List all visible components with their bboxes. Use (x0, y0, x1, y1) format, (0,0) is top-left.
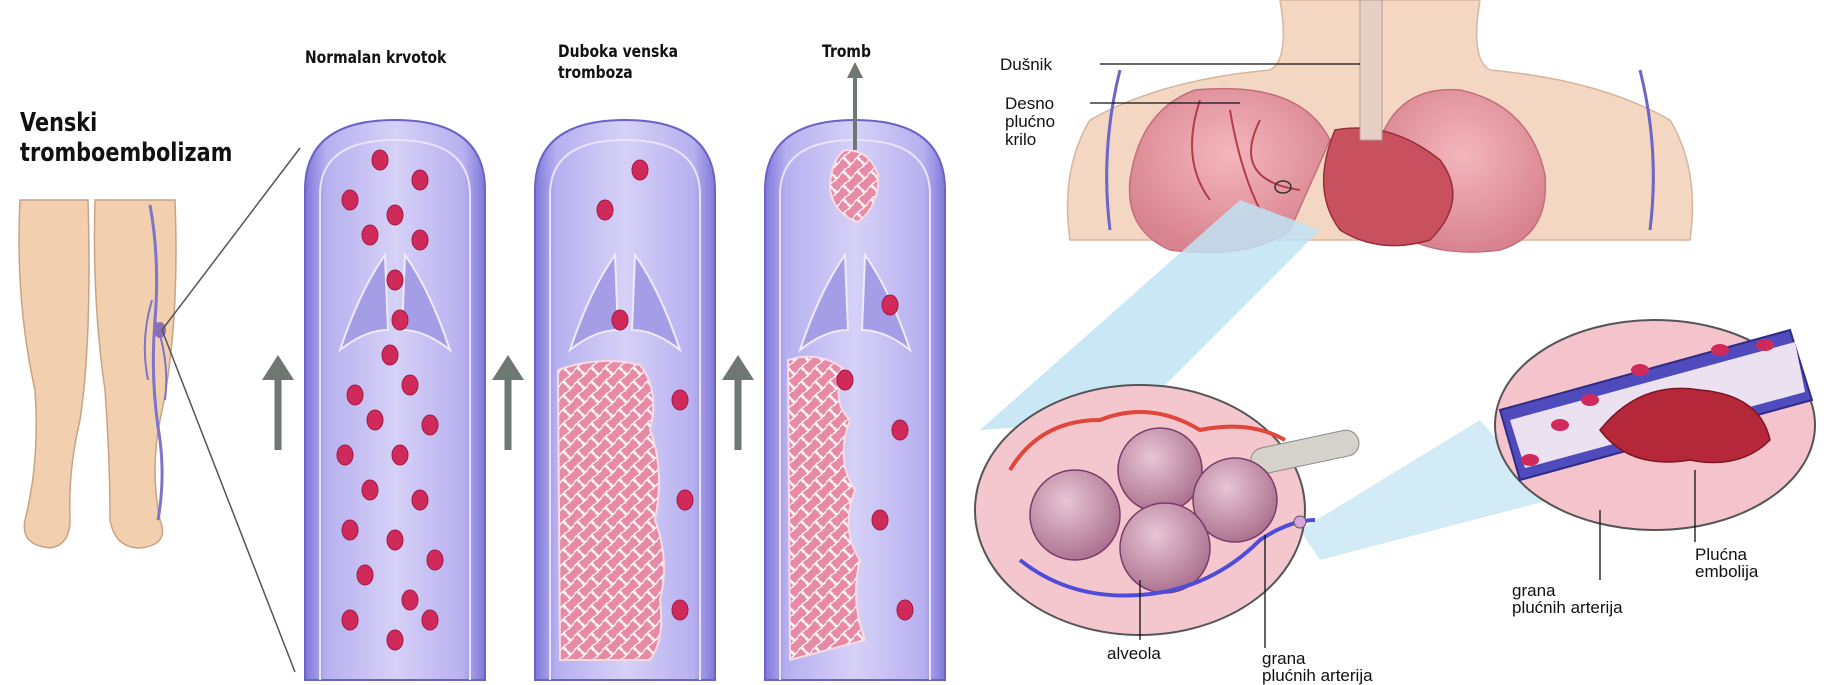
vein-panel-dvt (535, 120, 715, 680)
label-branch-left-2: plućnih arterija (1262, 667, 1373, 684)
panel-label-dvt-1: Duboka venska (558, 42, 678, 62)
vein-panel-normal (305, 120, 485, 680)
legs-illustration (19, 200, 176, 548)
label-right-lung-1: Desno (1005, 95, 1054, 112)
label-right-lung-2: plućno (1005, 113, 1055, 130)
label-embolism-1: Plućna (1695, 546, 1747, 563)
label-branch-right-1: grana (1512, 582, 1555, 599)
label-right-lung-3: krilo (1005, 131, 1036, 148)
label-trachea: Dušnik (1000, 56, 1052, 73)
label-branch-left-1: grana (1262, 650, 1305, 667)
label-alveola: alveola (1107, 645, 1161, 662)
panel-label-thrombus: Tromb (822, 42, 871, 62)
alveoli-inset (975, 385, 1361, 635)
embolism-inset (1495, 320, 1815, 530)
panel-label-normal: Normalan krvotok (305, 48, 446, 68)
label-embolism-2: embolija (1695, 563, 1758, 580)
main-title-line1: Venski (20, 108, 97, 138)
vein-panel-thrombus (765, 70, 945, 680)
trachea (1360, 0, 1382, 140)
label-branch-right-2: plućnih arterija (1512, 599, 1623, 616)
zoom-line-top (162, 148, 300, 330)
main-title-line2: tromboembolizam (20, 138, 232, 168)
torso-illustration (1068, 0, 1693, 253)
blood-clot (558, 361, 664, 660)
panel-label-dvt-2: tromboza (558, 63, 633, 83)
